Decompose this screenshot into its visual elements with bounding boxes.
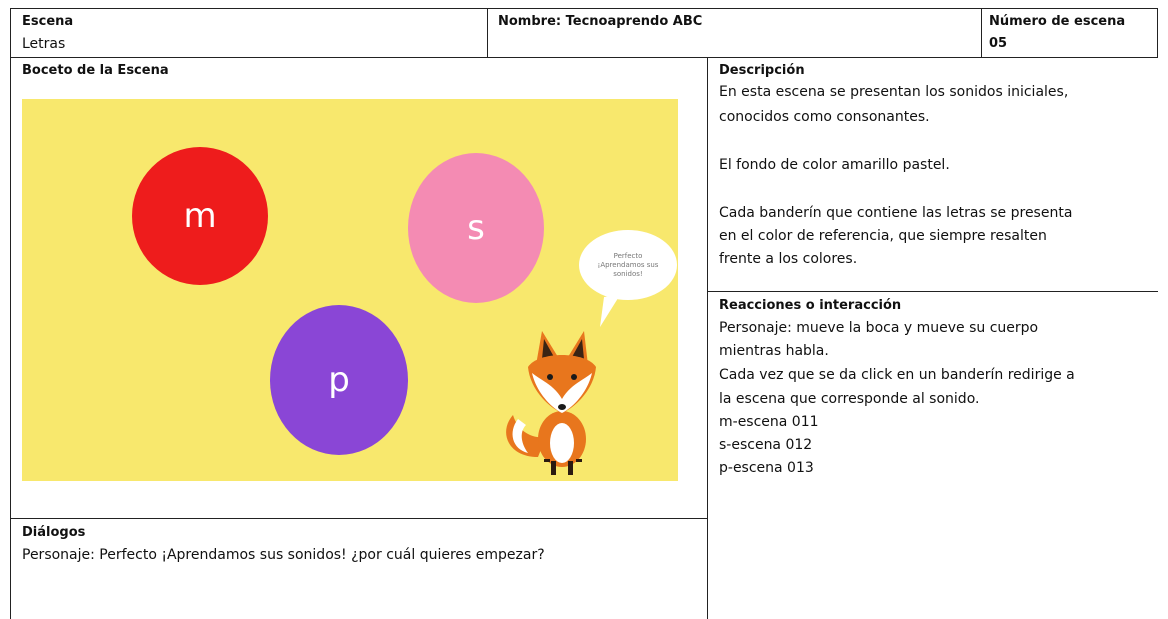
- description-line-4: El fondo de color amarillo pastel.: [719, 157, 950, 173]
- divider-number: [981, 8, 982, 58]
- divider-middle: [707, 57, 708, 619]
- sketch-title: Boceto de la Escena: [22, 63, 169, 78]
- divider-dialogs: [10, 518, 708, 519]
- fox-character: [506, 331, 596, 475]
- reactions-line-3: Cada vez que se da click en un banderín …: [719, 367, 1075, 383]
- name-label: Nombre: Tecnoaprendo ABC: [498, 14, 703, 29]
- description-line-7: en el color de referencia, que siempre r…: [719, 228, 1047, 244]
- scene-number-label: Número de escena: [989, 14, 1126, 29]
- reactions-line-6: s-escena 012: [719, 437, 813, 453]
- reactions-line-4: la escena que corresponde al sonido.: [719, 391, 980, 407]
- scene-value: Letras: [22, 36, 66, 52]
- scene-label: Escena: [22, 14, 74, 29]
- border-left: [10, 8, 11, 619]
- divider-name: [487, 8, 488, 58]
- letter-banner-p: p: [270, 305, 408, 455]
- header-bottom: [10, 57, 1158, 58]
- dialogs-title: Diálogos: [22, 525, 86, 540]
- speech-bubble-tail: [600, 295, 620, 327]
- letter-banner-s: s: [408, 153, 544, 303]
- reactions-line-5: m-escena 011: [719, 414, 819, 430]
- scene-number-value: 05: [989, 36, 1008, 51]
- dialogs-text: Personaje: Perfecto ¡Aprendamos sus soni…: [22, 547, 545, 563]
- reactions-line-2: mientras habla.: [719, 343, 829, 359]
- reactions-line-7: p-escena 013: [719, 460, 814, 476]
- letter-banner-m: m: [132, 147, 268, 285]
- description-line-6: Cada banderín que contiene las letras se…: [719, 205, 1073, 221]
- reactions-title: Reacciones o interacción: [719, 298, 902, 313]
- description-line-2: conocidos como consonantes.: [719, 109, 930, 125]
- border-right-header: [1157, 8, 1158, 58]
- divider-reactions: [707, 291, 1158, 292]
- description-title: Descripción: [719, 63, 805, 78]
- speech-bubble: Perfecto ¡Aprendamos sus sonidos!: [579, 230, 677, 300]
- description-line-1: En esta escena se presentan los sonidos …: [719, 84, 1069, 100]
- reactions-line-1: Personaje: mueve la boca y mueve su cuer…: [719, 320, 1039, 336]
- scene-sketch: m s p Perfecto ¡Aprendamos sus sonidos!: [22, 99, 678, 481]
- border-top: [10, 8, 1158, 9]
- description-line-8: frente a los colores.: [719, 251, 858, 267]
